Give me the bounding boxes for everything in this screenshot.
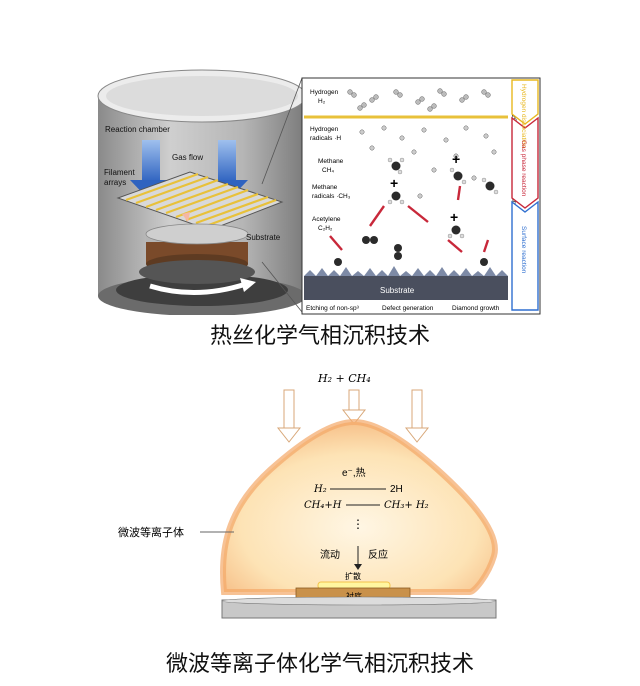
stage-2-label: Gas phase reaction	[520, 140, 527, 197]
hfcvd-figure: Reaction chamber Gas flow Filament array…	[97, 69, 541, 315]
mpcvd-figure: H₂ + CH₄ 微波等离子体 e⁻,热 H₂ 2H CH₄+H CH₃+ H₂…	[118, 372, 498, 619]
stage-band-3	[511, 200, 539, 311]
detail-substrate	[304, 276, 508, 300]
stage-band-1	[511, 79, 539, 125]
inlet-arrow-right	[404, 389, 430, 443]
rotation-arrowhead	[240, 278, 256, 292]
hydrogen-bonds	[387, 157, 499, 239]
stage-1-label: Hydrogen dissociation	[520, 84, 527, 148]
inlet-arrow-left	[276, 389, 302, 443]
rotation-arrow-icon	[149, 281, 247, 295]
hydrogen-molecules	[347, 88, 491, 112]
detail-h-radicals-2: radicals ·H	[310, 135, 341, 142]
detail-acetylene-formula: C₂H₂	[318, 225, 333, 232]
reaction-arrows	[329, 185, 490, 253]
detail-bottom-3: Diamond growth	[452, 305, 500, 312]
flow-arrowhead	[354, 564, 362, 570]
react-label: 反应	[368, 548, 388, 561]
zoom-line-top	[261, 77, 303, 185]
reaction-detail-panel: Hydrogen H₂ Hydrogen radicals ·H Methane…	[301, 77, 541, 315]
plus-sign: +	[450, 209, 458, 225]
substrate-label: 衬底	[346, 591, 362, 601]
detail-methane-radicals-1: Methane	[312, 184, 338, 191]
detail-hydrogen-formula: H₂	[318, 98, 326, 105]
label-reaction-chamber: Reaction chamber	[105, 125, 170, 134]
detail-methane-radicals-2: radicals ·CH₃	[312, 193, 351, 200]
filament-array	[116, 171, 284, 231]
reaction-dots: ⋮	[352, 517, 364, 531]
reaction-ch3: CH₃+ H₂	[384, 500, 429, 511]
hydrogen-radicals	[359, 125, 497, 199]
label-gas-flow: Gas flow	[172, 153, 203, 162]
inlet-arrow-center	[341, 389, 367, 425]
plasma-dome	[219, 418, 498, 595]
detail-bottom-2: Defect generation	[382, 305, 434, 312]
feed-gas-label: H₂ + CH₄	[317, 372, 371, 385]
diamond-film-surface	[304, 266, 508, 276]
reaction-h2: H₂	[313, 484, 327, 495]
carbon-species	[334, 161, 495, 266]
flow-label: 流动	[320, 548, 340, 561]
stage-3-label: Surface reaction	[520, 226, 527, 274]
label-filament-1: Filament	[104, 168, 135, 177]
label-substrate: Substrate	[246, 233, 281, 242]
detail-methane-formula: CH₄	[322, 167, 334, 174]
detail-bottom-1: Etching of non-sp³	[306, 305, 360, 312]
zoom-line-bottom	[261, 261, 303, 313]
mpcvd-caption: 微波等离子体化学气相沉积技术	[165, 652, 474, 677]
diffuse-label: 扩散	[345, 571, 361, 581]
label-filament-2: arrays	[104, 178, 126, 187]
detail-substrate-label: Substrate	[380, 286, 415, 295]
detail-methane: Methane	[318, 158, 344, 165]
substrate-stage	[139, 223, 255, 284]
stage-plate-top	[221, 596, 497, 606]
plasma-label: 微波等离子体	[118, 525, 184, 539]
hfcvd-caption: 热丝化学气相沉积技术	[209, 324, 430, 349]
detail-acetylene: Acetylene	[312, 216, 341, 223]
reaction-ch4: CH₄+H	[304, 500, 342, 511]
detail-hydrogen: Hydrogen	[310, 89, 339, 96]
plus-sign: +	[452, 151, 460, 167]
reaction-condition: e⁻,热	[342, 466, 366, 479]
pink-arrow	[182, 212, 190, 222]
stage-band-2	[511, 116, 539, 209]
reaction-2h: 2H	[390, 484, 403, 495]
plus-sign: +	[390, 175, 398, 191]
detail-h-radicals-1: Hydrogen	[310, 126, 339, 133]
